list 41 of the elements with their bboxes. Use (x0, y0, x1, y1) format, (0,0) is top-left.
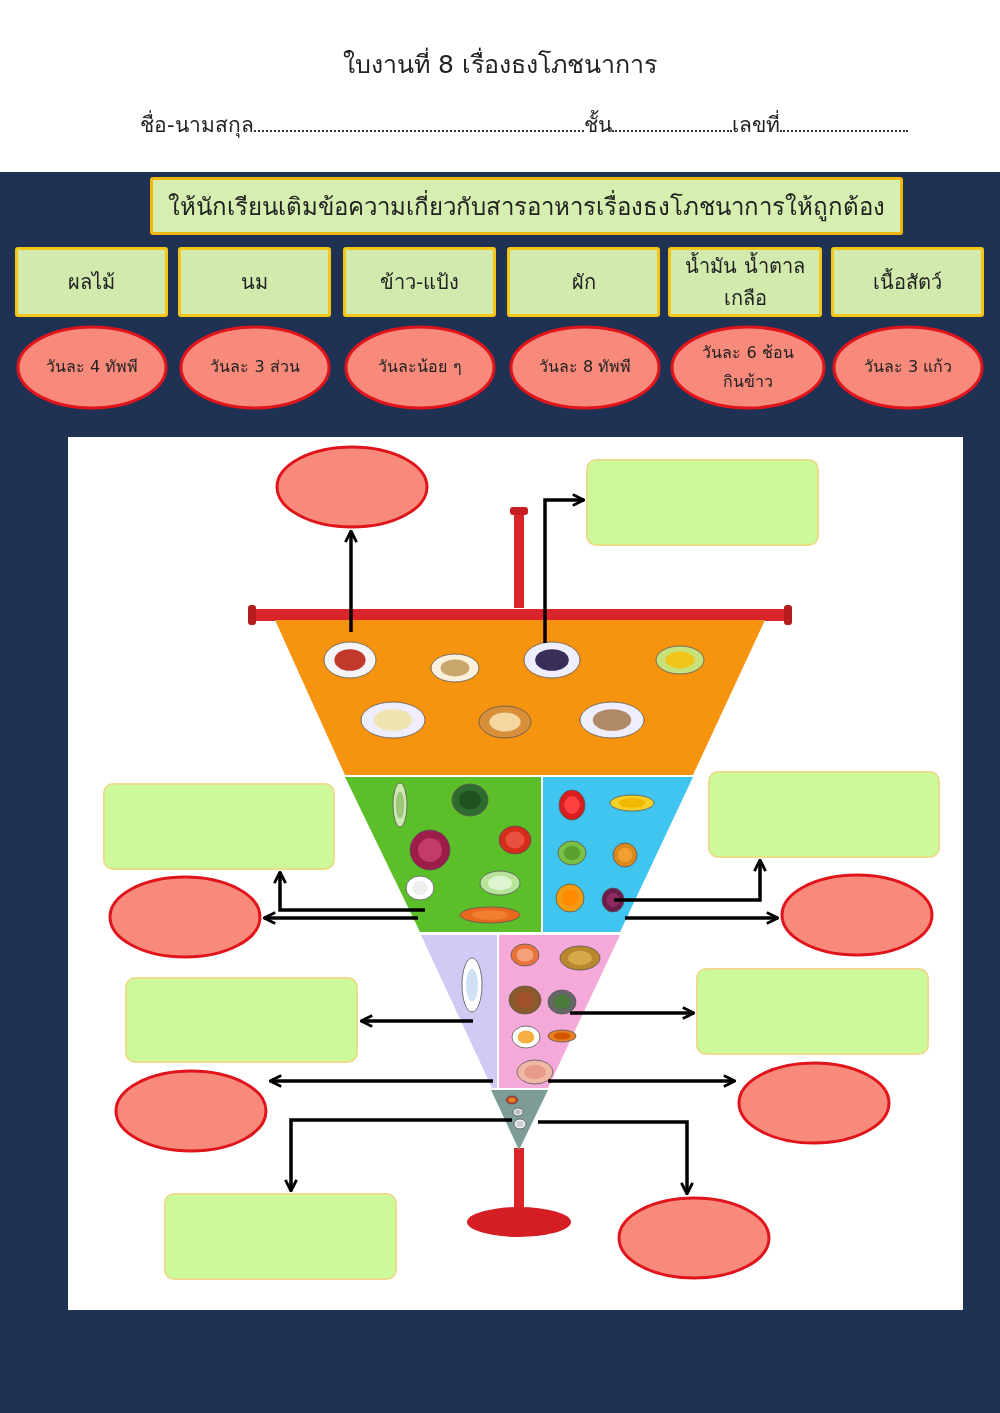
arrow (262, 911, 418, 925)
answer-box (696, 968, 929, 1055)
answer-oval (780, 873, 934, 957)
title: ใบงานที่ 8 เรื่องธงโภชนาการ (0, 44, 1000, 84)
arrow (543, 493, 586, 643)
serving-oval: วันละ 6 ช้อนกินข้าว (670, 325, 826, 410)
food-group-box: ผัก (507, 247, 660, 317)
arrow (570, 1006, 696, 1020)
serving-oval: วันละน้อย ๆ (344, 325, 496, 410)
food-group-box: ผลไม้ (15, 247, 168, 317)
answer-oval (617, 1196, 771, 1280)
answer-oval (275, 445, 429, 529)
serving-oval: วันละ 3 แก้ว (832, 325, 984, 410)
arrow (614, 858, 767, 902)
field-label: ชั้น (583, 108, 612, 141)
answer-box (708, 771, 940, 858)
arrow (538, 1120, 694, 1196)
answer-oval (114, 1069, 268, 1153)
serving-oval: วันละ 4 ทัพพี (16, 325, 168, 410)
answer-box (164, 1193, 397, 1280)
answer-oval (108, 875, 262, 959)
arrow (273, 870, 425, 912)
answer-box (103, 783, 335, 870)
arrow (344, 529, 358, 632)
arrow (268, 1074, 493, 1088)
serving-oval: วันละ 8 ทัพพี (509, 325, 661, 410)
field-label: เลขที่ (731, 108, 780, 141)
field-label: ชื่อ-นามสกุล (140, 108, 254, 141)
arrow (625, 911, 780, 925)
arrow (548, 1074, 737, 1088)
arrow (284, 1118, 512, 1193)
answer-oval (737, 1061, 891, 1145)
food-group-box: นม (178, 247, 331, 317)
food-group-box: ข้าว-แป้ง (343, 247, 496, 317)
arrow (359, 1014, 473, 1028)
food-group-box: น้ำมัน น้ำตาล เกลือ (668, 247, 822, 317)
answer-box (586, 459, 819, 546)
answer-box (125, 977, 358, 1063)
food-group-box: เนื้อสัตว์ (831, 247, 984, 317)
serving-oval: วันละ 3 ส่วน (179, 325, 331, 410)
instruction-box: ให้นักเรียนเติมข้อความเกี่ยวกับสารอาหารเรื่องธงโภชนาการให้ถูกต้อง (150, 177, 903, 235)
